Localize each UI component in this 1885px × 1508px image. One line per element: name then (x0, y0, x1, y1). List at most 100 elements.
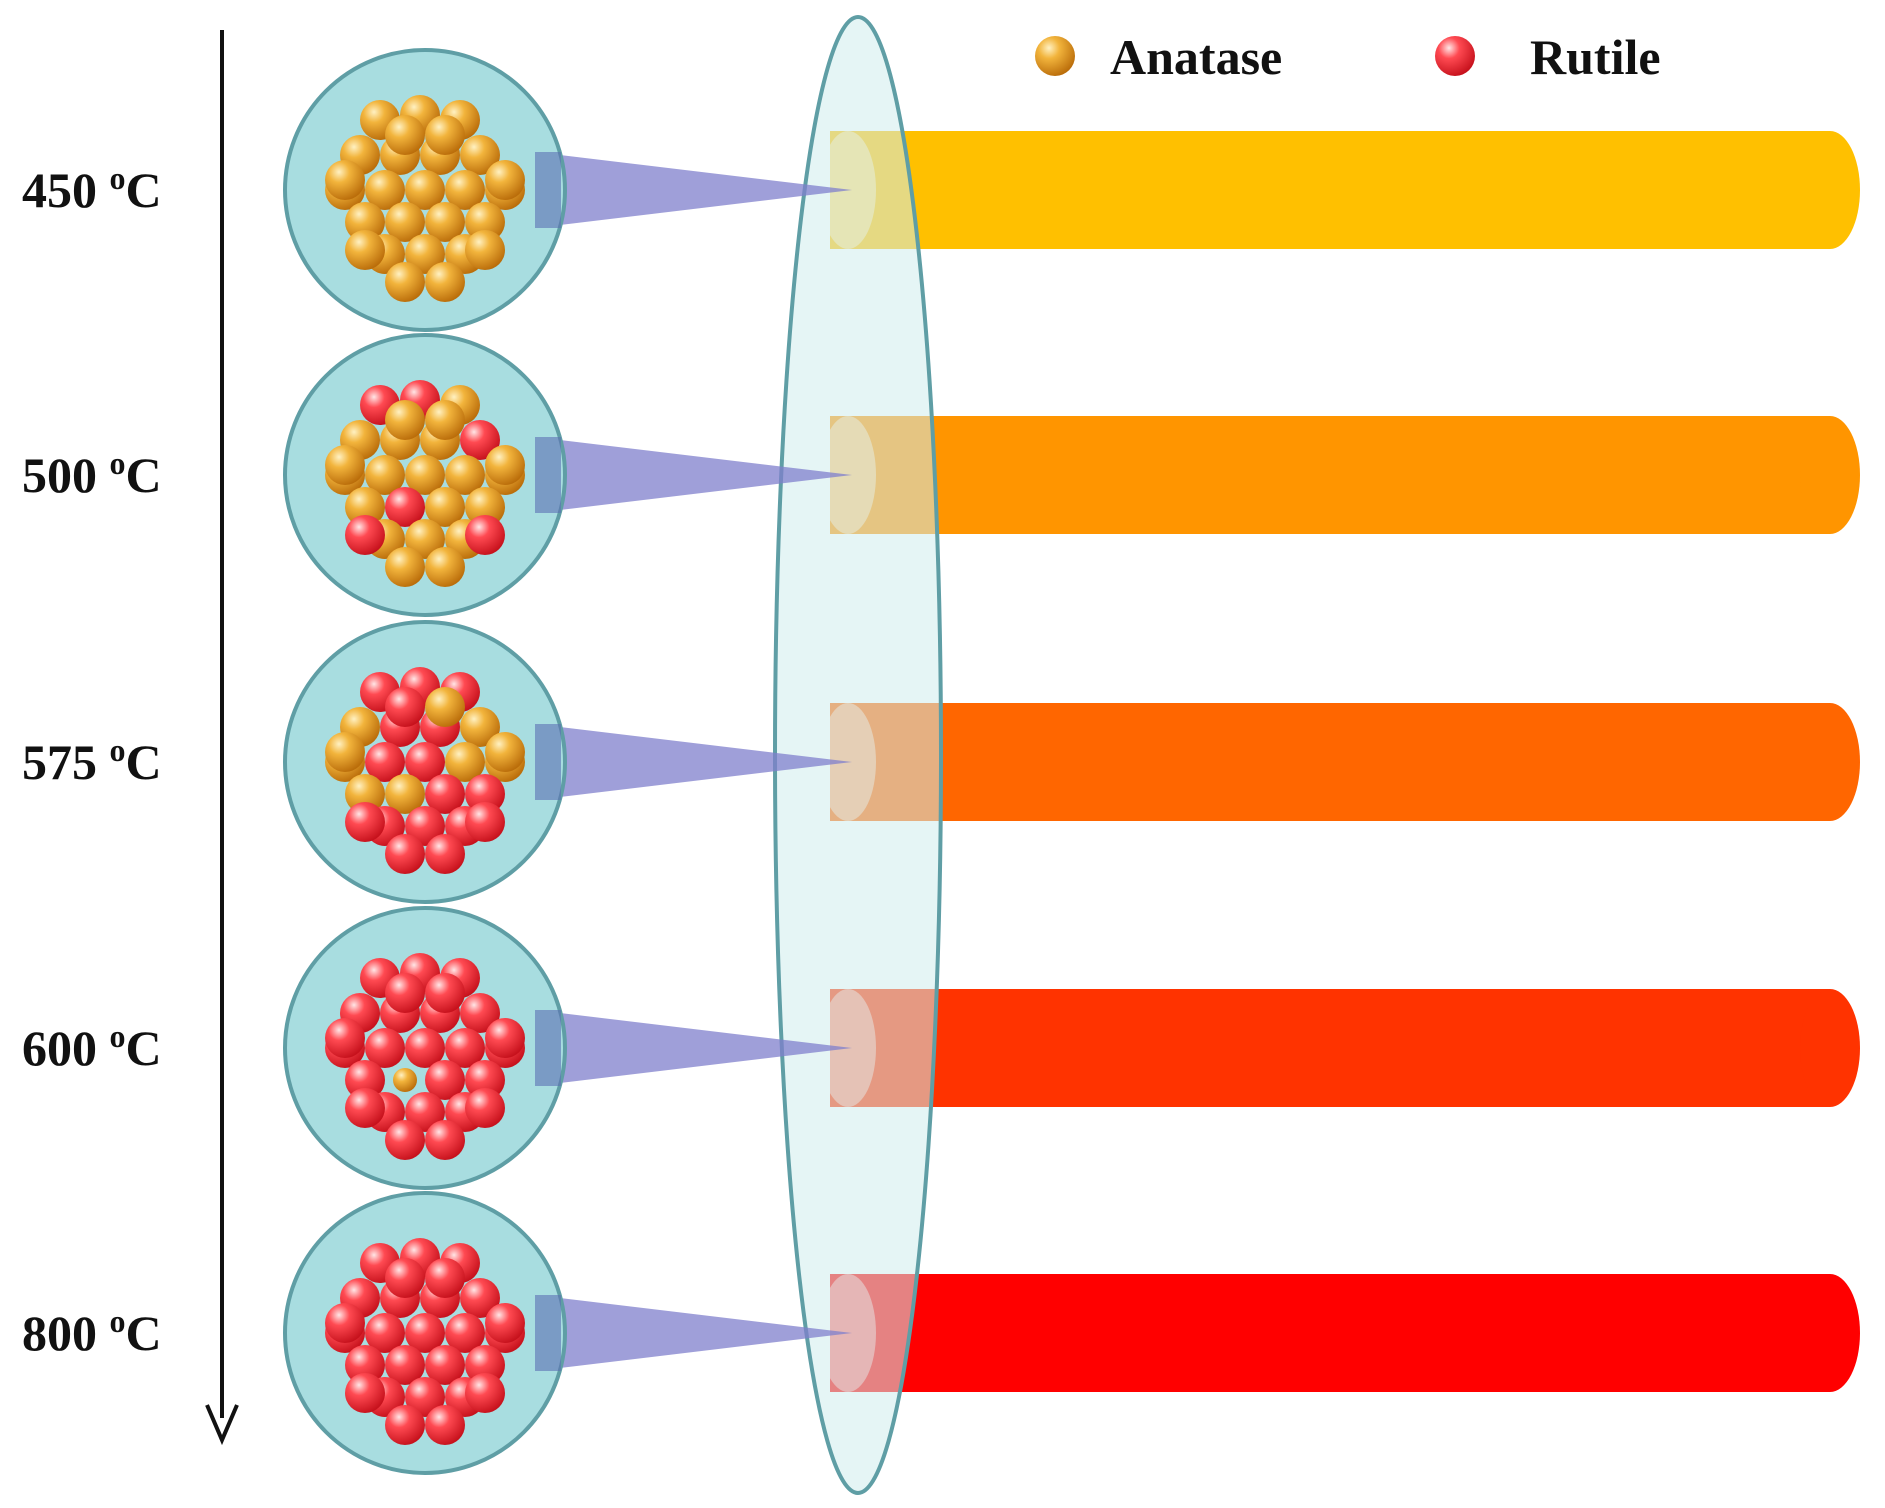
rutile-particle (405, 1028, 445, 1068)
anatase-legend-icon (1035, 36, 1075, 76)
rutile-particle (405, 742, 445, 782)
anatase-particle (385, 262, 425, 302)
anatase-particle (425, 487, 465, 527)
legend-item-anatase: Anatase (1035, 29, 1282, 85)
rutile-particle (425, 1345, 465, 1385)
anatase-particle (465, 202, 505, 242)
rutile-particle (425, 1060, 465, 1100)
rutile-particle (365, 1313, 405, 1353)
rutile-particle (445, 1313, 485, 1353)
beam-575 (535, 724, 852, 800)
rutile-particle (325, 1018, 365, 1058)
temp-label-600: 600 oC (22, 1018, 162, 1076)
beam-600 (535, 1010, 852, 1086)
rutile-particle (465, 774, 505, 814)
rutile-particle (460, 993, 500, 1033)
anatase-particle (485, 160, 525, 200)
rutile-particle (345, 1345, 385, 1385)
anatase-particle (385, 400, 425, 440)
anatase-particle (325, 445, 365, 485)
rutile-particle (385, 834, 425, 874)
anatase-particle (345, 230, 385, 270)
rutile-particle (465, 1088, 505, 1128)
rutile-particle (465, 1345, 505, 1385)
rutile-particle (485, 1018, 525, 1058)
beam-450 (535, 152, 852, 228)
anatase-particle (425, 547, 465, 587)
rutile-legend-label: Rutile (1530, 29, 1661, 85)
anatase-particle (345, 202, 385, 242)
fiber-500 (820, 416, 1860, 534)
rutile-particle (445, 1028, 485, 1068)
anatase-particle (365, 170, 405, 210)
anatase-particle (325, 160, 365, 200)
particle-circles (283, 48, 567, 1475)
temperature-arrow (205, 30, 239, 1446)
anatase-particle (425, 400, 465, 440)
rutile-particle (345, 1088, 385, 1128)
anatase-particle (405, 455, 445, 495)
particle-circle-450 (283, 48, 567, 332)
rutile-particle (465, 1373, 505, 1413)
rutile-particle (405, 1092, 445, 1132)
anatase-particle (345, 487, 385, 527)
legend: Anatase Rutile (1035, 29, 1661, 85)
anatase-particle (445, 170, 485, 210)
anatase-particle (460, 707, 500, 747)
temp-label-575: 575 oC (22, 732, 162, 790)
anatase-particle (393, 1068, 417, 1092)
rutile-particle (460, 1278, 500, 1318)
anatase-particle (465, 230, 505, 270)
rutile-particle (345, 515, 385, 555)
rutile-particle (425, 834, 465, 874)
anatase-particle (345, 774, 385, 814)
anatase-particle (425, 687, 465, 727)
particle-circle-500 (283, 333, 567, 617)
rutile-particle (385, 1345, 425, 1385)
anatase-particle (365, 455, 405, 495)
rutile-particle (385, 1120, 425, 1160)
fiber-575 (820, 703, 1860, 821)
rutile-particle (465, 1060, 505, 1100)
temp-label-450: 450 oC (22, 160, 162, 218)
rutile-particle (425, 1405, 465, 1445)
particle-circle-575 (283, 620, 567, 904)
anatase-legend-label: Anatase (1110, 29, 1282, 85)
rutile-particle (405, 806, 445, 846)
fibers (820, 131, 1860, 1392)
anatase-particle (425, 202, 465, 242)
anatase-particle (405, 170, 445, 210)
anatase-particle (445, 455, 485, 495)
rutile-particle (425, 1120, 465, 1160)
rutile-particle (365, 742, 405, 782)
anatase-particle (465, 487, 505, 527)
beam-500 (535, 437, 852, 513)
rutile-particle (465, 802, 505, 842)
fiber-800 (820, 1274, 1860, 1392)
anatase-particle (445, 742, 485, 782)
anatase-particle (405, 519, 445, 559)
anatase-particle (460, 135, 500, 175)
rutile-particle (385, 1405, 425, 1445)
anatase-particle (385, 547, 425, 587)
anatase-particle (385, 202, 425, 242)
rutile-particle (405, 1377, 445, 1417)
rutile-particle (405, 1313, 445, 1353)
rutile-particle (325, 1303, 365, 1343)
anatase-particle (405, 234, 445, 274)
fiber-450 (820, 131, 1860, 249)
rutile-particle (425, 973, 465, 1013)
rutile-particle (385, 487, 425, 527)
rutile-particle (425, 1258, 465, 1298)
rutile-particle (385, 1258, 425, 1298)
rutile-particle (465, 515, 505, 555)
rutile-particle (485, 1303, 525, 1343)
focus-lens (773, 15, 943, 1495)
temp-label-800: 800 oC (22, 1303, 162, 1361)
fiber-600 (820, 989, 1860, 1107)
particle-circle-800 (283, 1191, 567, 1475)
legend-item-rutile: Rutile (1435, 29, 1661, 85)
anatase-particle (385, 115, 425, 155)
